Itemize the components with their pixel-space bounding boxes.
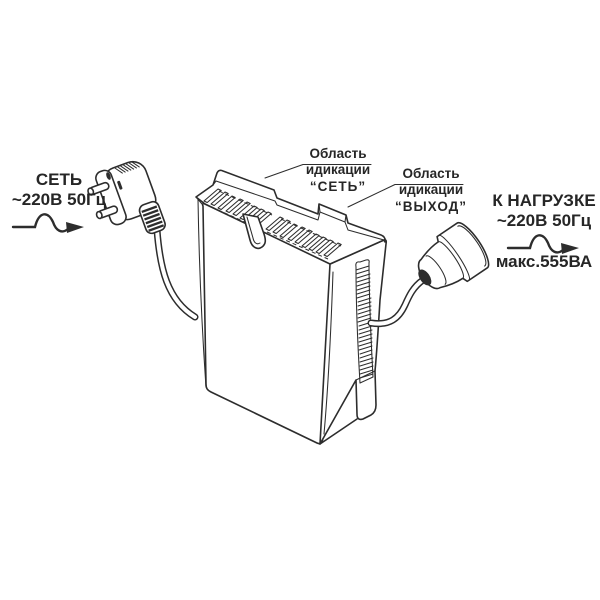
input-label: СЕТЬ ~220В 50Гц: [4, 170, 114, 210]
strain-relief-ribs: [141, 205, 165, 232]
earth-clip-slot: [106, 172, 111, 180]
output-label: К НАГРУЗКЕ ~220В 50Гц: [488, 191, 600, 231]
input-power-cord: [153, 226, 199, 321]
callout-net-line1: Область: [309, 146, 367, 161]
power-plug: [87, 160, 166, 235]
dashed-line-1: [218, 190, 273, 216]
output-max-power-label: макс.555ВА: [488, 252, 600, 272]
plug-face-groove: [117, 180, 123, 190]
vent-slats-right-group: [265, 216, 342, 258]
foot-top-edge: [355, 370, 376, 381]
output-indication-tab: [318, 203, 347, 223]
dashed-line-3: [280, 218, 342, 247]
input-label-spec: ~220В 50Гц: [11, 190, 107, 210]
device-left-edge: [197, 198, 207, 388]
dashed-line-2: [204, 203, 259, 229]
callout-out-line1: Область: [402, 166, 460, 181]
callout-net-line3: “СЕТЬ”: [309, 178, 367, 194]
ridge-base-line: [215, 180, 385, 241]
device-corner-highlight: [323, 271, 334, 435]
callout-net-line2: идикации: [305, 162, 371, 178]
socket-body: [417, 221, 490, 290]
callout-out-line2: идикации: [398, 182, 464, 198]
stabilizer-body: [195, 169, 388, 445]
input-label-title: СЕТЬ: [35, 170, 83, 189]
callout-out-line3: “ВЫХОД”: [394, 198, 468, 214]
socket-grommet: [418, 269, 432, 286]
device-top-ridge: [195, 169, 386, 265]
output-label-spec: ~220В 50Гц: [496, 211, 592, 231]
socket-ring-line-2: [438, 234, 471, 281]
output-max-power-text: макс.555ВА: [495, 252, 593, 271]
callout-out-leader-line: [347, 183, 464, 208]
output-power-cord: [367, 276, 427, 328]
callout-out: Область идикации “ВЫХОД”: [392, 166, 470, 215]
sine-wave-arrow-icon: [11, 213, 84, 233]
socket-bell-line: [425, 255, 447, 285]
callout-net: Область идикации “СЕТЬ”: [300, 146, 376, 195]
output-label-title: К НАГРУЗКЕ: [492, 191, 596, 210]
socket-cap-line: [457, 225, 487, 267]
callout-net-leader-line: [264, 163, 372, 179]
plug-pins: [87, 181, 119, 220]
plug-top-hatch: [114, 161, 140, 174]
device-bottom-edge: [319, 418, 358, 445]
sine-wave-arrow-icon: [506, 234, 579, 254]
grille-hatch: [355, 265, 374, 379]
socket-ring-line-1: [437, 241, 465, 279]
ridge-left-cap: [212, 180, 217, 186]
output-socket: [417, 221, 490, 290]
latch-inner-line: [246, 216, 261, 245]
callout-leaders: [264, 163, 464, 208]
